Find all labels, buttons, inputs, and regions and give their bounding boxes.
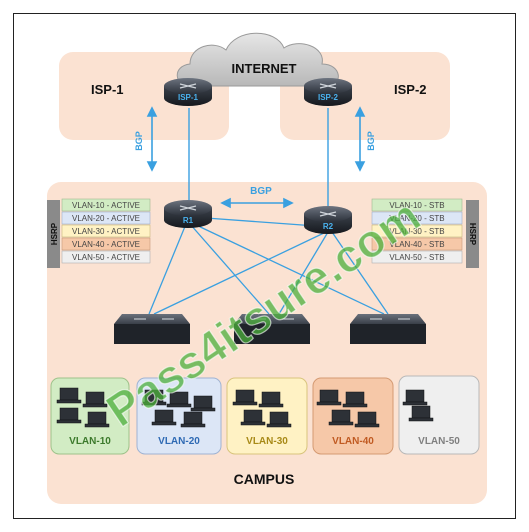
router-isp1-icon xyxy=(164,78,212,106)
internet-label: INTERNET xyxy=(232,61,297,76)
hsrp-label-right: HSRP xyxy=(468,223,477,246)
workstation-icon xyxy=(141,389,216,428)
router-isp1-label: ISP-1 xyxy=(178,93,199,102)
workstation-icon xyxy=(316,389,380,428)
switch-1-icon xyxy=(114,314,190,344)
bgp-arrow-right xyxy=(354,106,366,172)
vlan-label: VLAN-50 xyxy=(418,436,460,447)
router-isp2-icon xyxy=(304,78,352,106)
hsrp-r2-row: VLAN-10 - STB xyxy=(389,201,444,210)
switch-2-icon xyxy=(234,314,310,344)
hsrp-r1-row: VLAN-10 - ACTIVE xyxy=(72,201,140,210)
vlan-20-group: VLAN-20 xyxy=(136,377,222,455)
workstation-icon xyxy=(402,389,434,422)
hsrp-r2-states: VLAN-10 - STB VLAN-20 - STB VLAN-30 - ST… xyxy=(371,198,463,264)
bgp-label-middle: BGP xyxy=(250,186,272,197)
vlan-label: VLAN-20 xyxy=(158,436,200,447)
hsrp-r1-row: VLAN-30 - ACTIVE xyxy=(72,227,140,236)
hsrp-r1-row: VLAN-40 - ACTIVE xyxy=(72,240,140,249)
network-diagram: INTERNET ISP-1 ISP-2 BGP BGP BGP IS xyxy=(47,32,487,504)
router-r1-icon xyxy=(164,200,212,228)
router-isp2-label: ISP-2 xyxy=(318,93,339,102)
campus-links xyxy=(148,217,389,315)
router-r2-icon xyxy=(304,206,352,234)
bgp-arrow-left xyxy=(146,106,158,172)
vlan-10-group: VLAN-10 xyxy=(50,377,130,455)
vlan-label: VLAN-40 xyxy=(332,436,374,447)
workstation-icon xyxy=(56,387,110,428)
hsrp-r2-row: VLAN-30 - STB xyxy=(389,227,444,236)
hsrp-r2-row: VLAN-20 - STB xyxy=(389,214,444,223)
hsrp-r1-states: VLAN-10 - ACTIVE VLAN-20 - ACTIVE VLAN-3… xyxy=(61,198,151,264)
campus-label: CAMPUS xyxy=(234,471,295,487)
internet-cloud-icon xyxy=(176,32,339,87)
hsrp-r1-row: VLAN-20 - ACTIVE xyxy=(72,214,140,223)
hsrp-label-left: HSRP xyxy=(50,222,59,245)
hsrp-r2-row: VLAN-40 - STB xyxy=(389,240,444,249)
bgp-label-right: BGP xyxy=(366,131,376,151)
vlan-40-group: VLAN-40 xyxy=(312,377,394,455)
isp2-label: ISP-2 xyxy=(394,82,427,97)
hsrp-tab-left xyxy=(47,200,60,268)
workstation-icon xyxy=(232,389,292,428)
vlan-50-group: VLAN-50 xyxy=(398,375,480,455)
hsrp-r1-row: VLAN-50 - ACTIVE xyxy=(72,253,140,262)
vlan-label: VLAN-10 xyxy=(69,436,111,447)
switch-3-icon xyxy=(350,314,426,344)
router-r1-label: R1 xyxy=(183,216,194,225)
bgp-label-left: BGP xyxy=(134,131,144,151)
vlan-label: VLAN-30 xyxy=(246,436,288,447)
bgp-arrow-middle xyxy=(220,197,294,209)
isp1-label: ISP-1 xyxy=(91,82,124,97)
hsrp-r2-row: VLAN-50 - STB xyxy=(389,253,444,262)
diagram-frame: INTERNET ISP-1 ISP-2 BGP BGP BGP IS xyxy=(13,13,516,519)
hsrp-tab-right xyxy=(466,200,479,268)
router-r2-label: R2 xyxy=(323,222,334,231)
vlan-30-group: VLAN-30 xyxy=(226,377,308,455)
